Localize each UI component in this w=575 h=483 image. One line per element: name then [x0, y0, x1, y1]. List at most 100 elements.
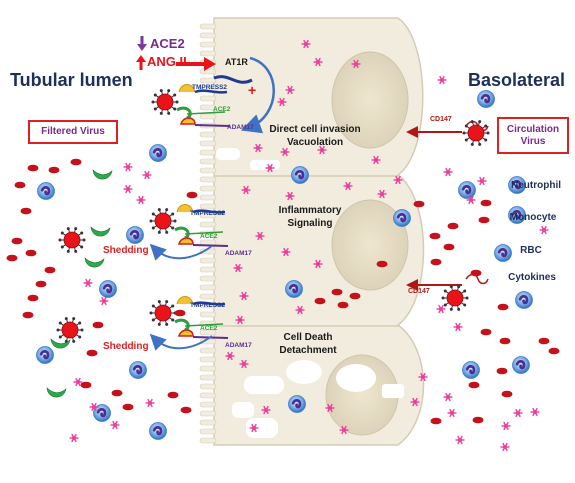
tmpress2-chain — [192, 301, 226, 306]
cytokine-core — [283, 150, 287, 154]
cytokine — [225, 351, 235, 361]
red-blood-cell — [180, 406, 192, 414]
cytokine-core — [242, 294, 246, 298]
virus-body — [154, 304, 172, 322]
adam17-chain — [194, 124, 231, 127]
vacuole — [232, 402, 254, 418]
cytokine — [285, 191, 295, 201]
virus-spike-tip — [74, 227, 78, 231]
immune-cell — [99, 280, 117, 298]
cytokine — [239, 291, 249, 301]
nucleus — [331, 199, 409, 291]
cytokine-core — [320, 148, 324, 152]
cytokine — [410, 397, 420, 407]
inflammatory-label: Inflammatory Signaling — [279, 205, 342, 230]
cytokine-core — [102, 299, 106, 303]
virus-particle — [149, 300, 177, 326]
virus-particle — [149, 208, 177, 234]
cytokine — [351, 59, 361, 69]
cytokine — [317, 145, 327, 155]
vacuole — [286, 360, 322, 384]
microvillus — [199, 428, 217, 435]
cd147-label: CD147 — [408, 288, 430, 295]
virus-spike-tip — [464, 124, 468, 128]
virus-spike-tip — [463, 289, 467, 293]
invasion-label: Direct cell invasion Vacuolation — [269, 124, 360, 149]
immune-cell-nucleus — [152, 148, 163, 158]
cytokine-core — [288, 88, 292, 92]
cytokine — [136, 195, 146, 205]
cytokine-core — [533, 410, 537, 414]
tmpress2-protein — [176, 296, 194, 305]
epithelial-cells — [199, 17, 425, 446]
red-blood-cell — [478, 216, 490, 224]
red-blood-cell — [430, 258, 442, 266]
red-blood-cell — [472, 416, 484, 424]
red-blood-cell — [167, 391, 179, 399]
cd147-label: CD147 — [430, 116, 452, 123]
virus-spike-tip — [449, 285, 453, 289]
virus-spike-tip — [58, 321, 62, 325]
down-arrow-head — [137, 44, 147, 51]
virus-spike-tip — [157, 208, 161, 212]
virus-body — [156, 93, 174, 111]
virus-spike-tip — [465, 296, 469, 300]
ace2-fragment — [90, 226, 111, 237]
shedding-label: Shedding — [103, 245, 149, 256]
ace2-fragment — [92, 169, 113, 180]
cytokine-core — [298, 308, 302, 312]
red-blood-cell — [92, 321, 104, 329]
shedding-label: Shedding — [103, 341, 149, 352]
ang2-up-label: ANG II — [147, 54, 187, 69]
immune-cell — [494, 244, 512, 262]
microvillus — [199, 410, 217, 417]
ace2-stalk — [184, 231, 224, 235]
adam17-protease — [178, 329, 194, 337]
microvillus — [199, 293, 217, 300]
red-blood-cell — [111, 389, 123, 397]
cytokine — [437, 75, 447, 85]
immune-cell-nucleus — [461, 185, 472, 195]
receptor-complexes — [149, 84, 231, 339]
virus-body — [446, 289, 464, 307]
cytokine-core — [446, 170, 450, 174]
cytokine-core — [244, 188, 248, 192]
virus-spike-tip — [165, 230, 169, 234]
immune-cell-nucleus — [152, 426, 163, 436]
cytokine-core — [256, 146, 260, 150]
red-blood-cell — [27, 164, 39, 172]
red-blood-cell — [349, 292, 361, 300]
cytokine — [453, 322, 463, 332]
virus-spike-tip — [486, 131, 490, 135]
red-blood-cell — [14, 181, 26, 189]
cytokine-core — [542, 228, 546, 232]
cytokine — [73, 377, 83, 387]
cytokine — [235, 315, 245, 325]
tmpress2-label: TMPRESS2 — [190, 302, 226, 309]
red-blood-cell — [35, 280, 47, 288]
cytokine-core — [456, 325, 460, 329]
virus-spike-tip — [151, 100, 155, 104]
virus-spike-tip — [443, 303, 447, 307]
red-blood-cell — [48, 166, 60, 174]
red-blood-cell — [22, 311, 34, 319]
virus-spike-tip — [175, 100, 179, 104]
cytokine — [145, 398, 155, 408]
cytokine-core — [148, 401, 152, 405]
virus-spike-tip — [484, 138, 488, 142]
red-blood-cell — [470, 269, 482, 277]
immune-cell-nucleus — [291, 399, 302, 409]
cytokine — [477, 176, 487, 186]
virus-spike-tip — [470, 142, 474, 146]
microvillus — [199, 347, 217, 354]
cell-death-label: Cell Death Detachment — [279, 332, 336, 357]
immune-cell-nucleus — [96, 408, 107, 418]
red-blood-cell — [174, 309, 186, 317]
ace2-label: ACE2 — [213, 106, 231, 113]
adam17-chain — [192, 244, 229, 247]
cytokine — [447, 408, 457, 418]
cytokine — [539, 225, 549, 235]
immune-cell — [288, 395, 306, 413]
shedding-arrow — [149, 243, 213, 261]
virus-spike-tip — [463, 303, 467, 307]
